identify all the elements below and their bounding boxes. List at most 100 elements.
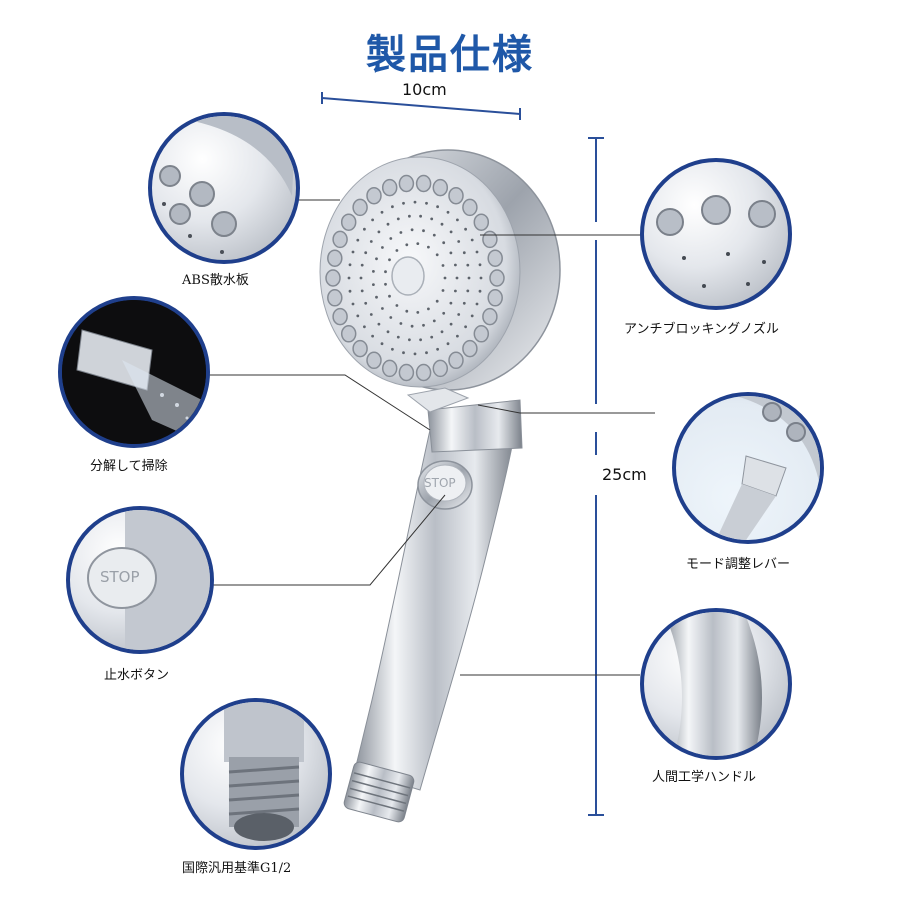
spray-hole xyxy=(363,227,366,231)
spray-hole xyxy=(432,319,436,323)
anti-block-closeup xyxy=(656,195,776,288)
spray-hole xyxy=(410,324,414,328)
spray-hole xyxy=(455,276,459,280)
spray-hole xyxy=(402,201,405,205)
thread-closeup xyxy=(224,702,304,841)
stop-button-text: STOP xyxy=(100,568,140,586)
spray-hole xyxy=(456,334,459,338)
stop-button-on-handle xyxy=(417,460,473,510)
spray-hole xyxy=(380,342,384,346)
spray-hole xyxy=(381,307,384,310)
nozzle xyxy=(473,325,490,343)
spray-hole xyxy=(441,289,445,292)
spray-hole xyxy=(475,302,479,306)
spray-hole xyxy=(449,301,453,305)
nozzle xyxy=(487,249,503,267)
nozzle xyxy=(340,213,357,231)
nozzle xyxy=(325,269,341,287)
spray-hole xyxy=(446,342,450,346)
spray-hole xyxy=(419,338,422,342)
nozzle xyxy=(332,307,348,326)
label-stop-button: 止水ボタン xyxy=(104,668,170,683)
detail-mode-lever-circle xyxy=(672,392,824,544)
spray-hole xyxy=(359,276,363,280)
label-anti-block: アンチブロッキングノズル xyxy=(624,322,779,337)
nozzle-ring xyxy=(325,174,505,382)
spray-hole xyxy=(410,228,414,232)
width-label: 10cm xyxy=(402,80,447,99)
spray-hole xyxy=(396,335,400,339)
nozzle xyxy=(398,174,415,193)
spray-hole xyxy=(391,205,394,209)
spray-hole xyxy=(430,217,434,221)
spray-hole xyxy=(386,330,390,334)
spray-hole xyxy=(470,314,474,318)
spray-hole xyxy=(375,257,378,261)
nozzle xyxy=(398,363,415,382)
spray-hole xyxy=(464,325,467,329)
spray-hole xyxy=(432,233,436,237)
spray-hole xyxy=(425,351,428,355)
spray-hole xyxy=(348,263,352,267)
spray-hole xyxy=(427,245,430,249)
spray-hole xyxy=(422,229,425,233)
spray-hole xyxy=(419,214,422,218)
nozzle xyxy=(352,339,368,358)
spray-hole xyxy=(470,238,474,242)
detail-stop-button-circle: STOP xyxy=(66,506,214,654)
nozzle xyxy=(366,186,382,205)
spray-hole xyxy=(396,217,400,221)
spray-hole xyxy=(413,352,417,356)
spray-hole xyxy=(422,323,425,327)
disassemble-closeup xyxy=(62,300,206,444)
nozzle xyxy=(473,213,490,231)
spray-hole xyxy=(442,311,446,315)
spray-hole xyxy=(372,283,375,286)
spray-hole xyxy=(402,351,405,355)
spray-hole xyxy=(384,270,387,274)
spray-hole xyxy=(443,276,447,280)
spray-hole xyxy=(380,210,384,214)
detail-thread-circle xyxy=(180,698,332,850)
spray-hole xyxy=(364,251,368,255)
label-mode-lever: モード調整レバー xyxy=(686,557,791,572)
nozzle xyxy=(487,289,503,307)
spray-hole xyxy=(395,304,399,307)
nozzle xyxy=(381,359,398,378)
spray-hole xyxy=(467,276,471,280)
spray-hole xyxy=(436,205,439,209)
nozzle xyxy=(381,178,398,197)
label-handle: 人間工学ハンドル xyxy=(652,770,757,785)
label-thread: 国際汎用基準G1/2 xyxy=(182,861,292,876)
detail-handle-circle xyxy=(640,608,792,760)
spray-hole xyxy=(454,289,457,293)
spray-hole xyxy=(478,289,482,293)
height-label: 25cm xyxy=(602,465,647,484)
spray-hole xyxy=(389,237,393,240)
spray-hole xyxy=(369,240,373,243)
nozzle xyxy=(366,351,382,370)
spray-hole xyxy=(399,322,403,325)
label-disassemble: 分解して掃除 xyxy=(90,459,168,474)
spray-hole xyxy=(405,309,409,313)
stop-button-closeup xyxy=(87,510,210,650)
spray-hole xyxy=(466,289,470,293)
spray-hole xyxy=(454,263,457,267)
spray-hole xyxy=(360,289,364,293)
nozzle xyxy=(340,325,357,343)
handle-closeup xyxy=(664,612,762,756)
spray-hole xyxy=(446,210,450,214)
spray-hole xyxy=(375,295,378,299)
spray-hole xyxy=(416,242,420,246)
nozzle xyxy=(462,339,478,358)
nozzle xyxy=(462,198,478,217)
spray-hole xyxy=(347,276,351,280)
shower-handle xyxy=(343,399,523,823)
spray-hole xyxy=(442,241,446,245)
nozzle xyxy=(352,198,368,217)
nozzle xyxy=(482,230,498,249)
spray-hole xyxy=(399,231,403,234)
spray-hole xyxy=(464,227,467,231)
spray-hole xyxy=(395,249,399,252)
spray-hole xyxy=(440,330,444,334)
